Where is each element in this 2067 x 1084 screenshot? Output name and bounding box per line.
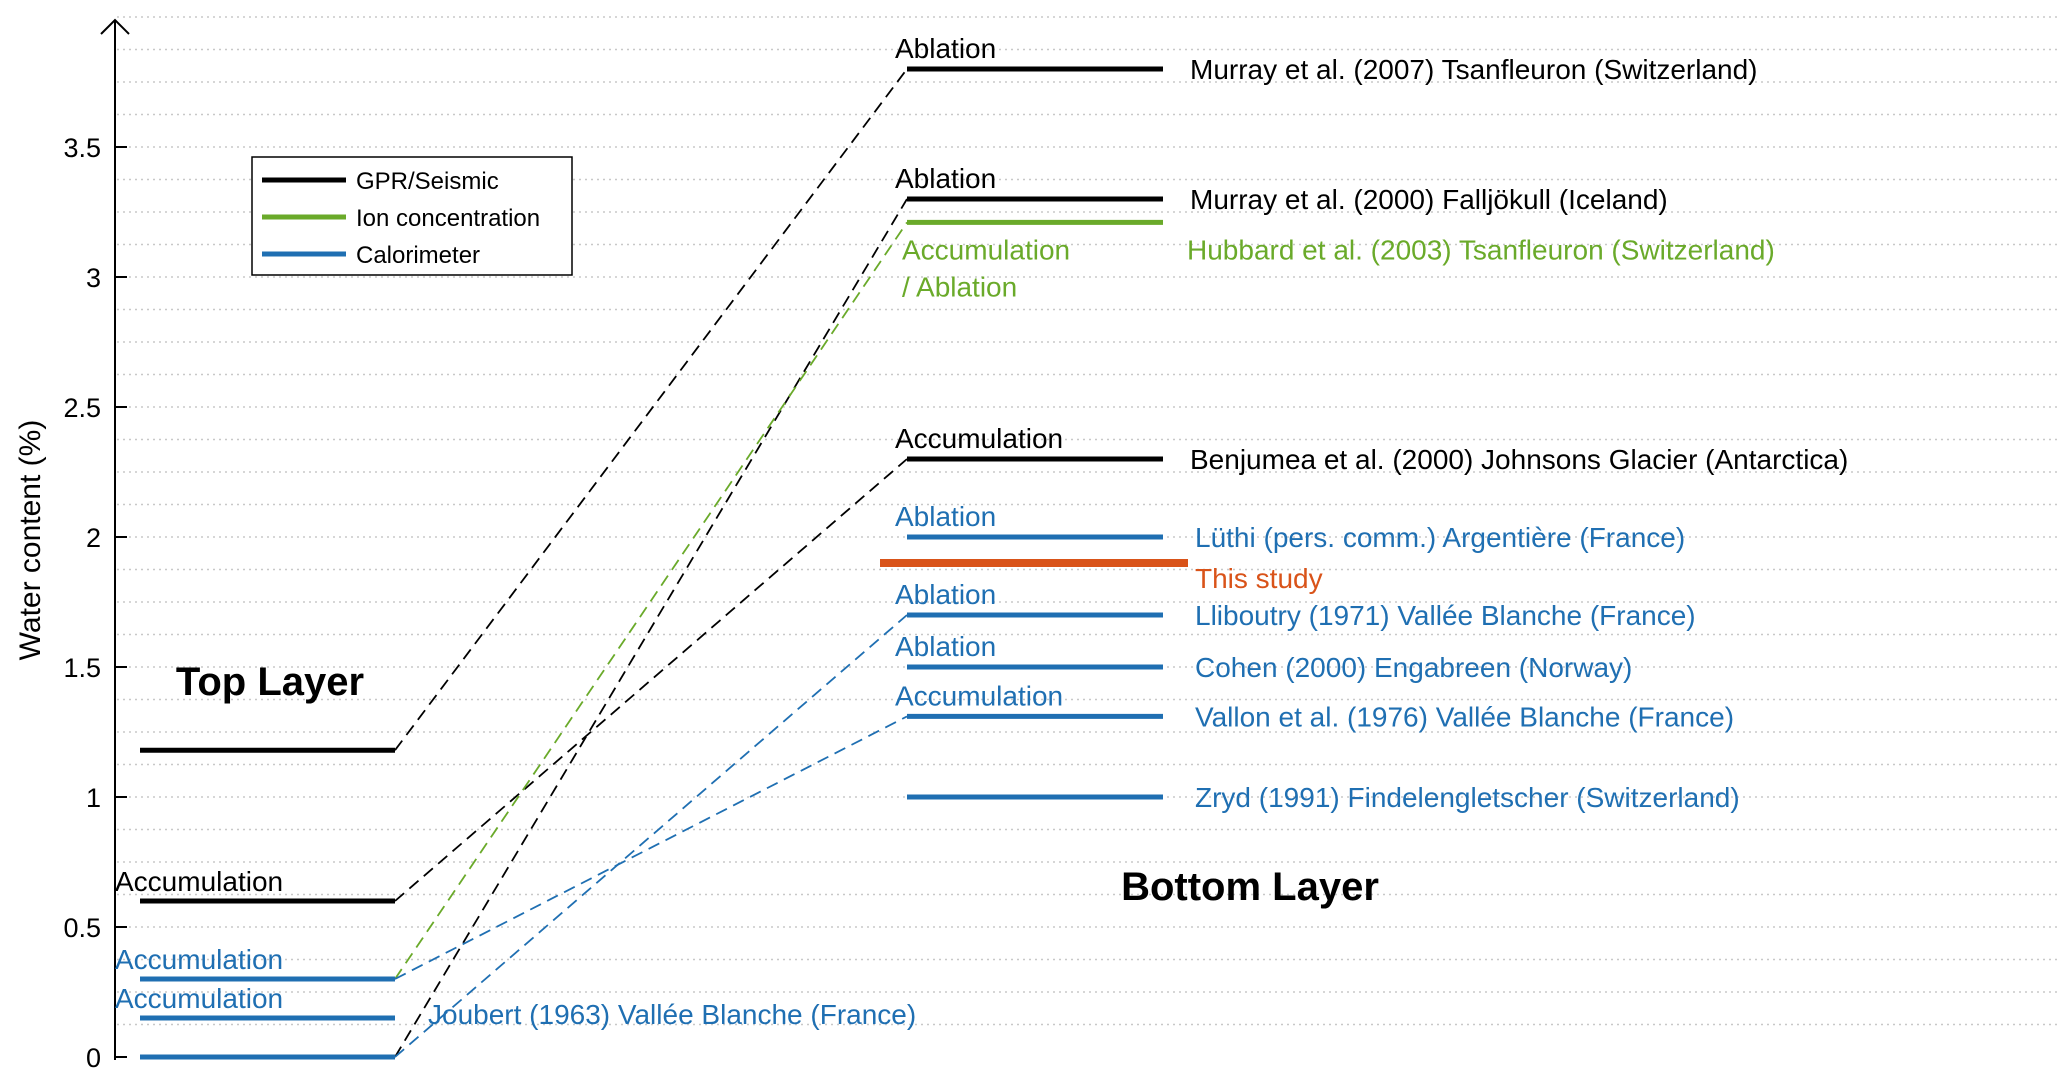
connection-line xyxy=(394,198,908,1058)
bottom-layer-zone-label: Accumulation xyxy=(895,423,1063,454)
bottom-layer-title: Bottom Layer xyxy=(1121,865,1379,909)
source-label: Benjumea et al. (2000) Johnsons Glacier … xyxy=(1190,444,1848,475)
y-tick-label: 1 xyxy=(86,783,101,813)
source-label: Zryd (1991) Findelengletscher (Switzerla… xyxy=(1195,782,1740,813)
y-tick-label: 3 xyxy=(86,263,101,293)
source-label: Cohen (2000) Engabreen (Norway) xyxy=(1195,652,1632,683)
connection-line xyxy=(394,221,908,980)
source-label: Murray et al. (2000) Falljökull (Iceland… xyxy=(1190,184,1668,215)
bottom-layer-zone-label: Accumulation xyxy=(895,680,1063,711)
bottom-layer-zone-label: Ablation xyxy=(895,163,996,194)
top-layer-zone-label: Accumulation xyxy=(115,944,283,975)
y-tick-label: 0 xyxy=(86,1043,101,1073)
this-study-label: This study xyxy=(1195,563,1323,594)
y-tick-label: 1.5 xyxy=(63,653,101,683)
y-tick-label: 3.5 xyxy=(63,133,101,163)
source-label: Murray et al. (2007) Tsanfleuron (Switze… xyxy=(1190,54,1758,85)
source-label: Hubbard et al. (2003) Tsanfleuron (Switz… xyxy=(1187,234,1775,265)
source-label: Lüthi (pers. comm.) Argentière (France) xyxy=(1195,522,1685,553)
connections xyxy=(394,68,908,1058)
bottom-layer-zone-label: Ablation xyxy=(895,501,996,532)
y-tick-label: 2.5 xyxy=(63,393,101,423)
legend-label: Calorimeter xyxy=(356,242,480,269)
top-layer-zone-label: Accumulation xyxy=(115,866,283,897)
y-tick-label: 0.5 xyxy=(63,913,101,943)
bottom-layer-zone-label: Ablation xyxy=(895,33,996,64)
connection-line xyxy=(394,68,908,751)
top-layer-title: Top Layer xyxy=(176,660,364,704)
joubert-label: Joubert (1963) Vallée Blanche (France) xyxy=(428,999,916,1030)
bottom-layer-zone-label: Ablation xyxy=(895,579,996,610)
y-tick-label: 2 xyxy=(86,523,101,553)
bottom-layer-zone-label: / Ablation xyxy=(902,271,1017,302)
y-axis-arrow xyxy=(100,18,130,35)
connection-line xyxy=(394,715,908,980)
source-label: Lliboutry (1971) Vallée Blanche (France) xyxy=(1195,600,1696,631)
y-axis: 0 0.5 1 1.5 2 2.5 3 3.5 xyxy=(63,18,130,1073)
bottom-layer-zone-label: Ablation xyxy=(895,631,996,662)
connection-line xyxy=(394,614,908,1058)
connection-line xyxy=(394,458,908,902)
top-layer-zone-label: Accumulation xyxy=(115,983,283,1014)
legend-label: Ion concentration xyxy=(356,205,540,232)
y-axis-label: Water content (%) xyxy=(14,420,47,661)
source-label: Vallon et al. (1976) Vallée Blanche (Fra… xyxy=(1195,701,1734,732)
bottom-layer-zone-label: Accumulation xyxy=(902,234,1070,265)
legend-label: GPR/Seismic xyxy=(356,168,499,195)
